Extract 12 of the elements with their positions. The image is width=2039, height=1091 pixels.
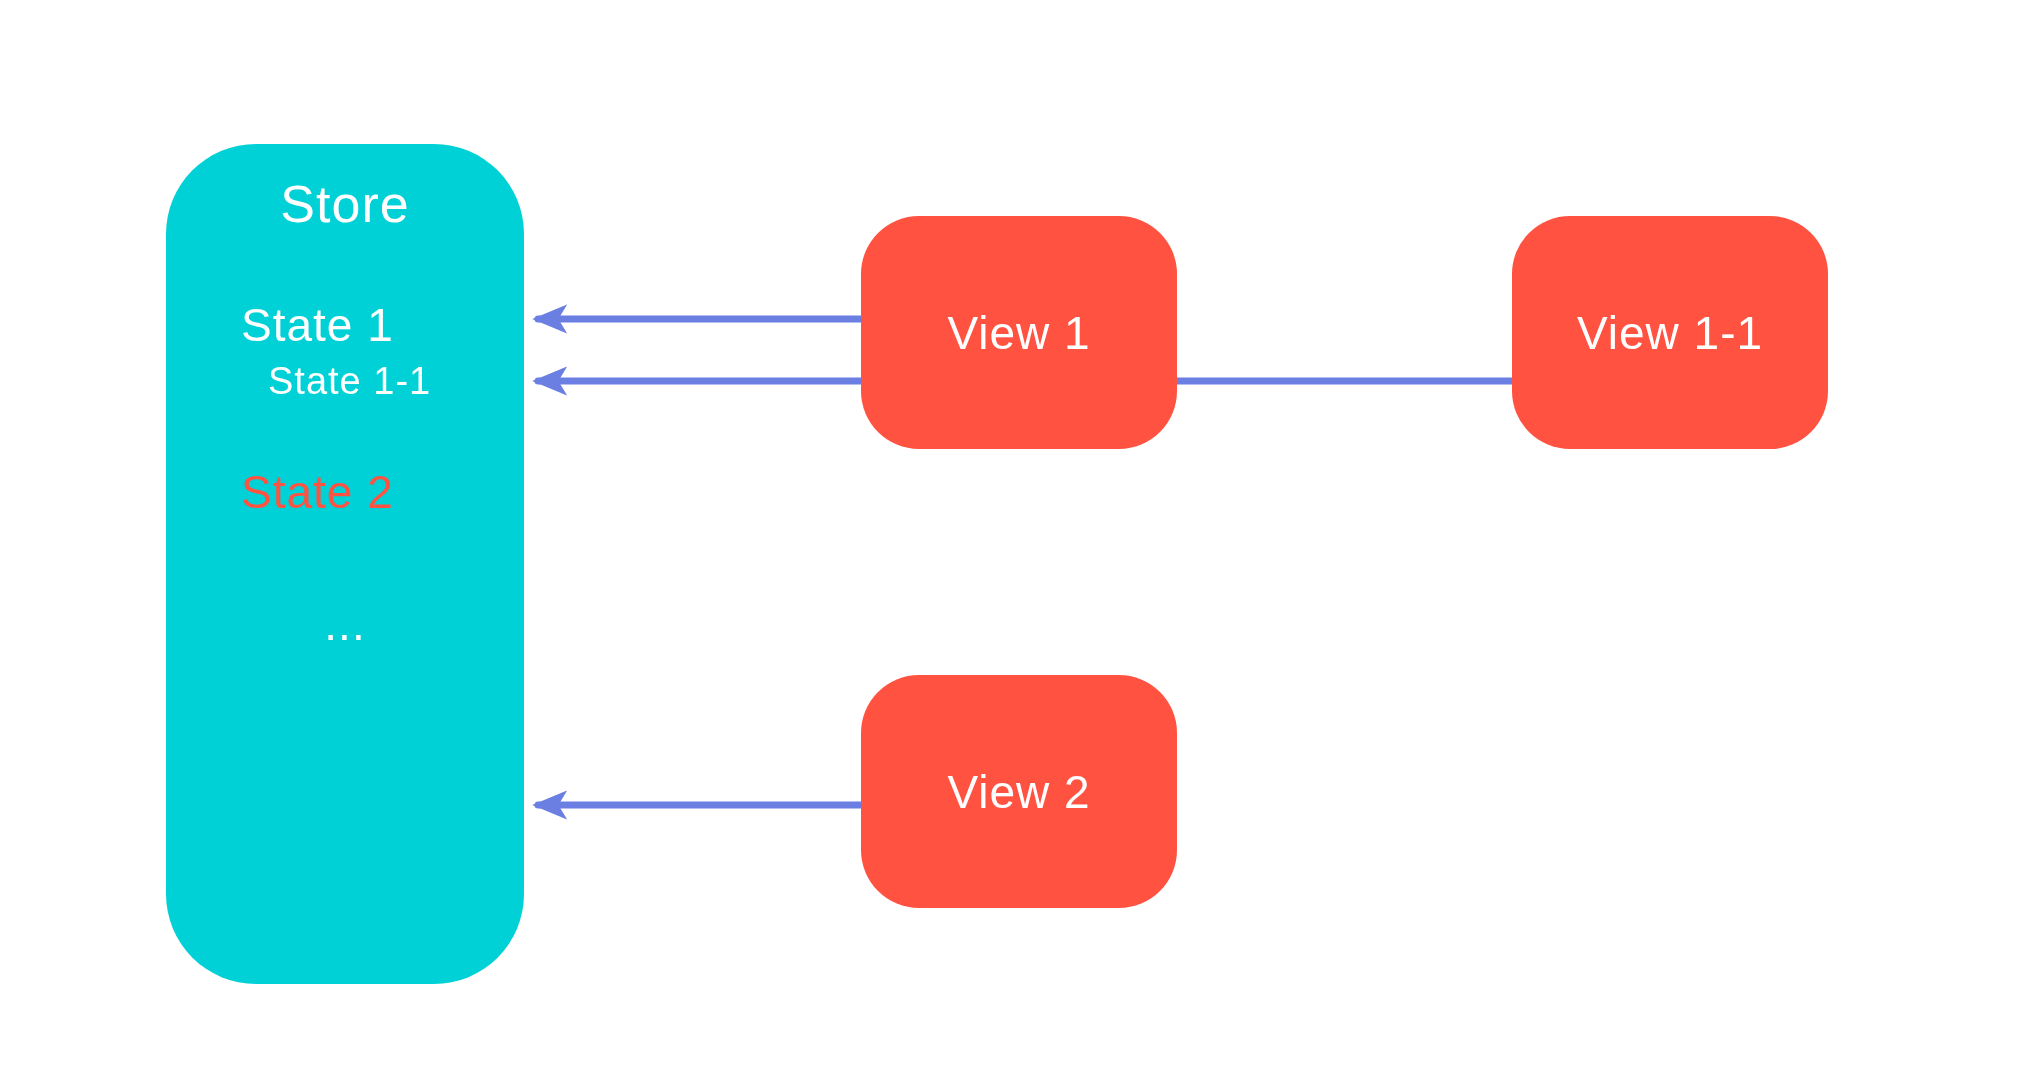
ellipsis-text: ...: [324, 601, 366, 647]
store-title: Store: [280, 178, 410, 230]
state-label: State 2: [241, 469, 394, 515]
state-label: State 1-1: [268, 362, 432, 400]
view-box: [861, 216, 1177, 449]
view-label: View 2: [947, 768, 1091, 815]
view-label: View 1-1: [1576, 309, 1764, 356]
view-box: [1512, 216, 1828, 449]
view-box: [861, 675, 1177, 908]
view-label: View 1: [947, 309, 1091, 356]
store-panel: [166, 144, 524, 984]
state-label: State 1: [241, 302, 394, 348]
